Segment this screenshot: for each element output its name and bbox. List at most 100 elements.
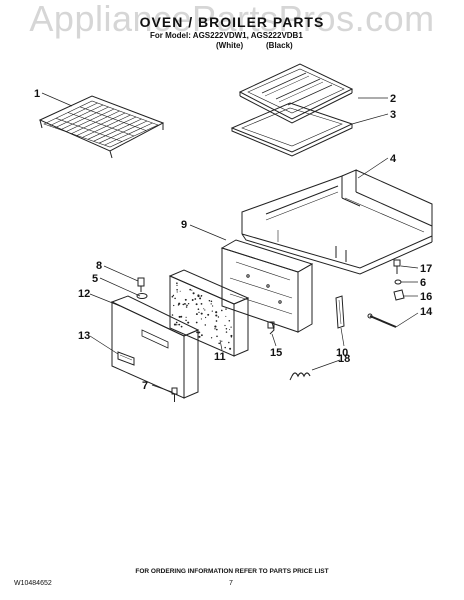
insulation-texture-dot xyxy=(195,321,198,324)
insulation-texture-dot xyxy=(171,314,174,316)
callout-3: 3 xyxy=(390,109,396,121)
insulation-texture-dot xyxy=(186,304,188,307)
insulation-texture-dot xyxy=(215,328,218,331)
insulation-texture-dot xyxy=(200,312,203,315)
insulation-texture-dot xyxy=(204,316,207,319)
insulation-texture-dot xyxy=(204,324,207,326)
insulation-texture-dot xyxy=(211,305,214,307)
broiler-drawer-part xyxy=(241,169,433,275)
insulation-texture-dot xyxy=(192,292,195,295)
insulation-texture-dot xyxy=(176,324,178,326)
door-inner-panel-part xyxy=(220,239,314,333)
insulation-texture-dot xyxy=(203,308,205,310)
callout-18: 18 xyxy=(338,353,350,365)
small-clip-part xyxy=(393,289,405,301)
watermark: AppliancePartsPros.com xyxy=(29,0,435,39)
insulation-texture-dot xyxy=(182,303,185,306)
insulation-texture-dot xyxy=(229,347,232,350)
callout-13: 13 xyxy=(78,330,90,342)
insulation-texture-dot xyxy=(185,316,187,318)
insulation-texture-dot xyxy=(200,334,203,337)
page-title: OVEN / BROILER PARTS xyxy=(139,14,325,30)
insulation-texture-dot xyxy=(179,290,181,292)
callout-6: 6 xyxy=(420,277,426,289)
insulation-texture-dot xyxy=(210,300,213,303)
insulation-texture-dot xyxy=(172,294,175,297)
callout-17: 17 xyxy=(420,263,432,275)
insulation-texture-dot xyxy=(196,331,198,334)
oven-rack-part xyxy=(38,95,165,159)
insulation-texture-dot xyxy=(228,341,230,344)
insulation-texture-dot xyxy=(218,342,221,345)
insulation-texture-dot xyxy=(187,321,190,324)
insulation-texture-dot xyxy=(224,346,226,349)
insulation-texture-dot xyxy=(228,319,231,322)
spring-part xyxy=(289,372,311,381)
broiler-pan-part xyxy=(230,102,354,157)
insulation-texture-dot xyxy=(215,311,218,314)
insulation-texture-dot xyxy=(176,284,178,287)
insulation-texture-dot xyxy=(191,289,193,291)
insulation-texture-dot xyxy=(225,315,227,317)
insulation-texture-dot xyxy=(189,288,192,291)
insulation-texture-dot xyxy=(200,318,202,320)
insulation-texture-dot xyxy=(178,323,181,326)
leader-lines xyxy=(41,92,419,393)
insulation-texture-dot xyxy=(200,295,203,297)
bracket-part xyxy=(335,295,345,329)
insulation-texture-dot xyxy=(171,295,174,298)
insulation-texture-dot xyxy=(230,334,233,337)
insulation-texture-dot xyxy=(214,325,217,328)
insulation-texture-dot xyxy=(217,316,220,318)
callout-11: 11 xyxy=(214,351,226,363)
outer-door-panel-part xyxy=(110,295,200,399)
callout-8: 8 xyxy=(96,260,102,272)
callout-7: 7 xyxy=(142,380,148,392)
insulation-texture-dot xyxy=(210,337,213,339)
callout-16: 16 xyxy=(420,291,432,303)
insulation-texture-dot xyxy=(173,304,175,307)
insulation-texture-dot xyxy=(198,311,200,314)
insulation-texture-dot xyxy=(215,320,218,322)
insulation-texture-dot xyxy=(207,313,210,316)
callout-2: 2 xyxy=(390,93,396,105)
callout-10: 10 xyxy=(336,347,348,359)
ordering-note: FOR ORDERING INFORMATION REFER TO PARTS … xyxy=(135,568,329,575)
insulation-texture-dot xyxy=(204,309,206,311)
insulation-texture-dot xyxy=(173,323,177,326)
callout-12: 12 xyxy=(78,288,90,300)
model-line: For Model: AGS222VDW1, AGS222VDB1 xyxy=(150,31,303,40)
callout-labels: 1 2 3 4 5 6 7 8 9 10 11 12 13 14 15 16 1… xyxy=(34,88,433,392)
insulation-texture-dot xyxy=(224,324,226,327)
screw-part xyxy=(137,277,145,292)
callout-5: 5 xyxy=(92,273,98,285)
insulation-part xyxy=(168,269,250,357)
insulation-texture-dot xyxy=(214,328,216,330)
insulation-texture-dot xyxy=(230,336,232,338)
side-screw-part xyxy=(393,259,401,274)
clip-part xyxy=(269,321,275,335)
insulation-texture-dot xyxy=(191,299,194,301)
insulation-texture-dot xyxy=(184,303,186,305)
insulation-texture-dot xyxy=(175,321,178,324)
insulation-texture-dot xyxy=(225,308,227,310)
insulation-texture-dot xyxy=(195,303,198,306)
insulation-texture-dot xyxy=(210,303,212,305)
bottom-screw-part xyxy=(171,387,178,402)
insulation-texture-dot xyxy=(221,340,223,342)
insulation-texture-dot xyxy=(200,303,203,305)
insulation-texture-dot xyxy=(184,298,187,301)
insulation-texture-dot xyxy=(176,291,178,293)
insulation-texture-dot xyxy=(225,328,228,330)
insulation-texture-dot xyxy=(174,297,176,300)
page-number: 7 xyxy=(229,580,233,587)
insulation-texture-dot xyxy=(221,309,223,312)
insulation-texture-dot xyxy=(187,303,190,305)
broiler-pan-insert-part xyxy=(238,63,354,124)
insulation-texture-dot xyxy=(185,306,188,308)
callout-15: 15 xyxy=(270,347,282,359)
callout-1: 1 xyxy=(34,88,40,100)
insulation-texture-dot xyxy=(197,308,200,311)
